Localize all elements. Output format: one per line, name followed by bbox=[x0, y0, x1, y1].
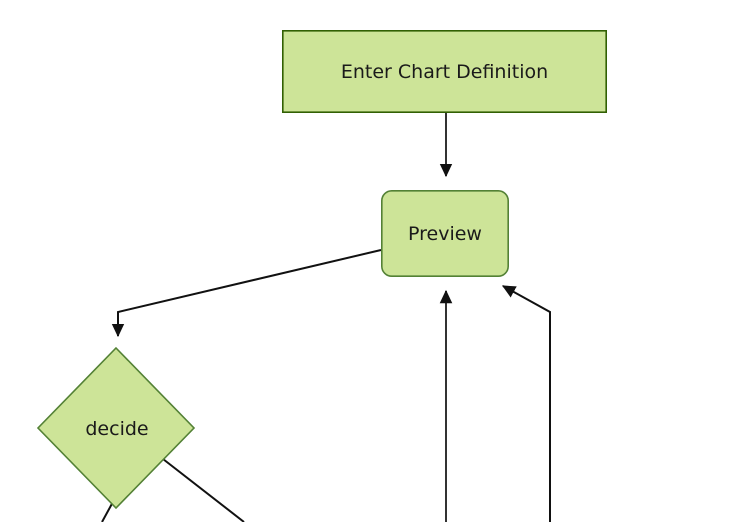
node-layer: Enter Chart Definition Preview decide bbox=[36, 29, 607, 510]
edge-bottom-right-to-preview bbox=[501, 285, 551, 522]
node-enter-chart-definition-shape[interactable] bbox=[281, 29, 607, 114]
node-preview[interactable]: Preview bbox=[380, 190, 509, 278]
edge-decide-bottom-right bbox=[162, 458, 245, 522]
node-decide-shape[interactable] bbox=[36, 346, 196, 510]
edge-layer bbox=[101, 113, 551, 522]
node-preview-label: Preview bbox=[408, 223, 482, 245]
node-enter-chart-definition[interactable]: Enter Chart Definition bbox=[281, 29, 607, 114]
node-decide[interactable]: decide bbox=[36, 346, 196, 510]
edge-preview-to-decide bbox=[111, 249, 382, 338]
node-preview-shape[interactable] bbox=[380, 190, 509, 278]
node-decide-label: decide bbox=[85, 418, 148, 440]
node-enter-chart-definition-label: Enter Chart Definition bbox=[341, 61, 548, 83]
